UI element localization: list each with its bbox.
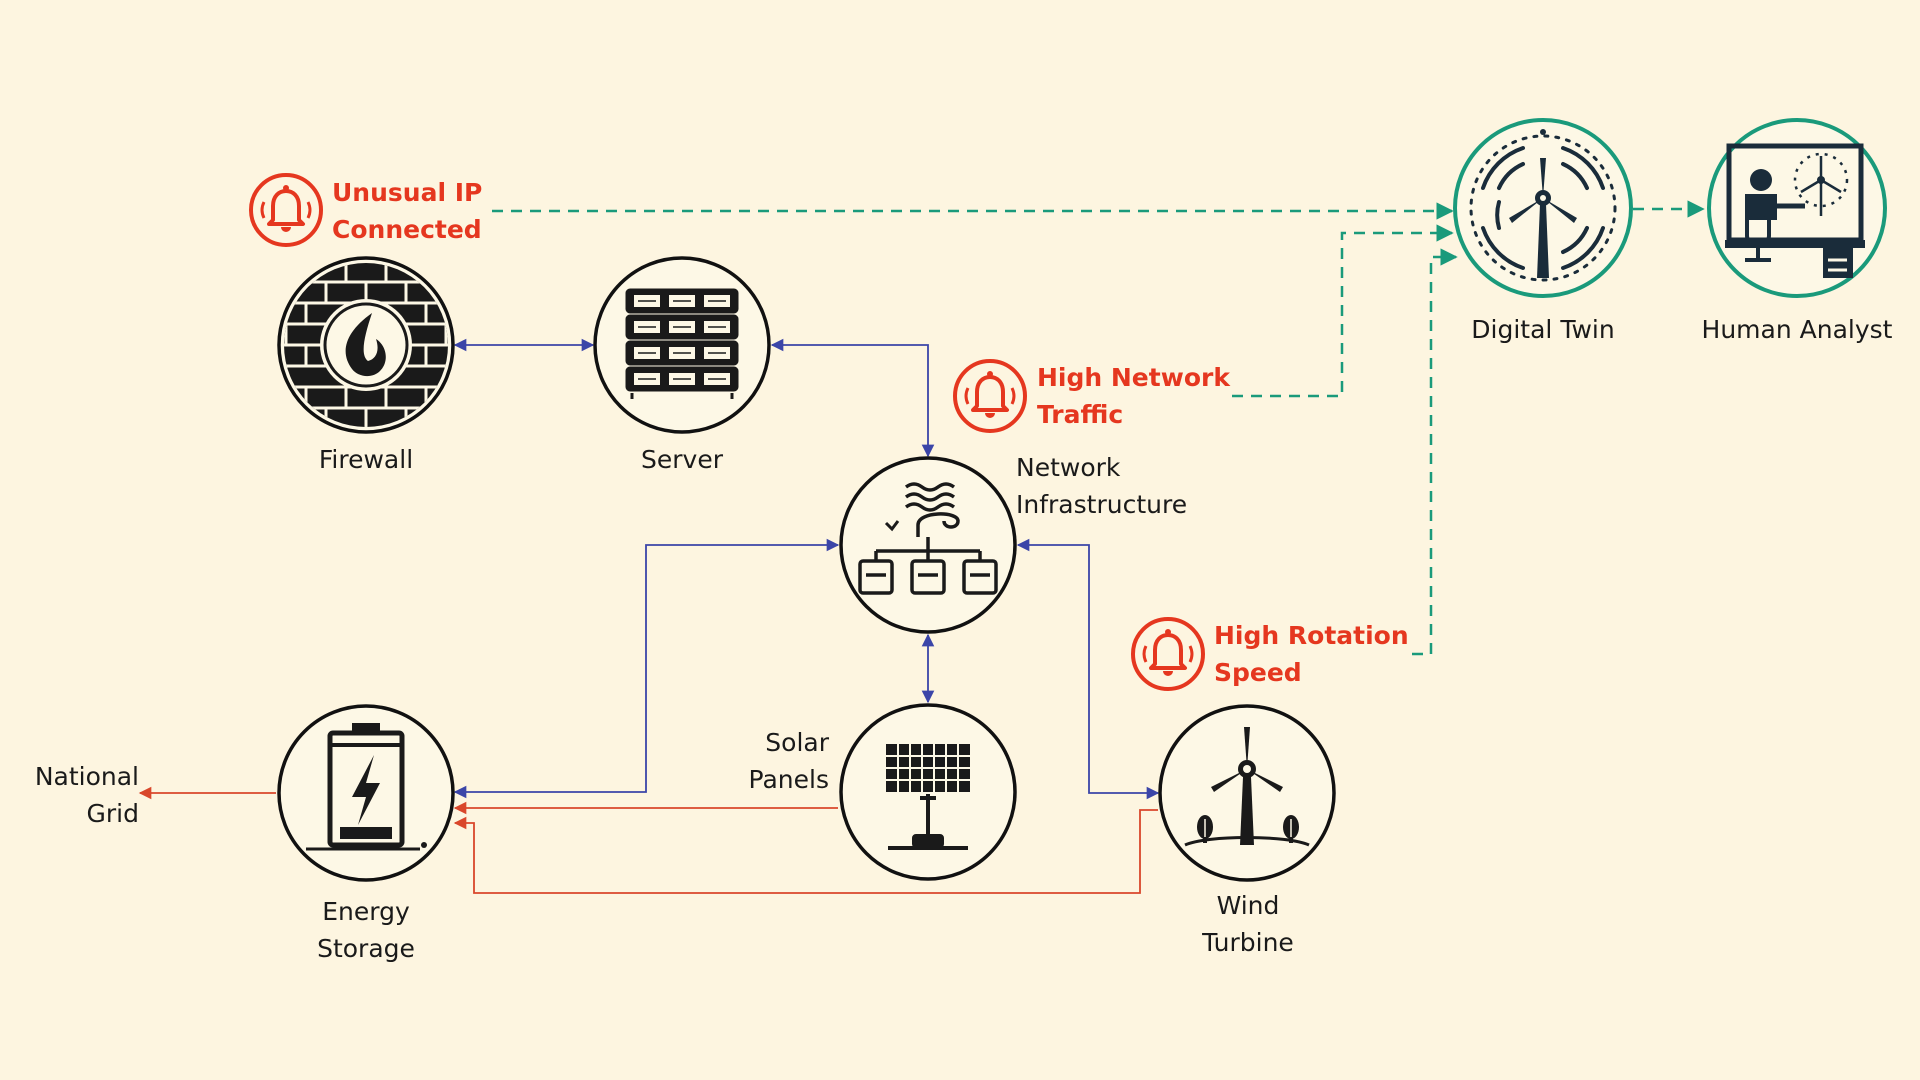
firewall-icon — [284, 263, 448, 427]
battery-icon — [306, 723, 427, 851]
network-infrastructure-node[interactable] — [839, 456, 1017, 634]
wind-label-line1: Wind — [1216, 891, 1280, 920]
server-label: Server — [641, 445, 723, 474]
link-network-wind — [1016, 538, 1160, 800]
server-node[interactable] — [593, 256, 771, 434]
grid-label-line1: National — [34, 762, 139, 791]
grid-label-line2: Grid — [86, 799, 139, 828]
human-analyst-node[interactable] — [1707, 118, 1887, 298]
network-hierarchy-icon — [858, 482, 998, 595]
alert-high-network-traffic: High Network Traffic — [1037, 359, 1230, 433]
energy-storage-node[interactable] — [277, 704, 455, 882]
alert-bell-icon — [249, 173, 323, 247]
alert-traffic-line1: High Network — [1037, 363, 1230, 392]
analyst-workstation-icon — [1725, 143, 1865, 278]
network-links — [453, 338, 1160, 800]
server-rack-icon — [625, 288, 739, 399]
firewall-node[interactable] — [276, 255, 456, 435]
firewall-label: Firewall — [318, 445, 414, 474]
alert-rotation-line1: High Rotation — [1214, 621, 1409, 650]
solar-panel-icon — [886, 744, 970, 850]
alert-rotation-line2: Speed — [1214, 658, 1302, 687]
alert-high-rotation-speed: High Rotation Speed — [1214, 617, 1409, 691]
human-analyst-label: Human Analyst — [1701, 315, 1893, 344]
network-infrastructure-label: Network Infrastructure — [1016, 449, 1187, 523]
flow-traffic-alert-twin — [1232, 224, 1454, 398]
alert-unusual-ip: Unusual IP Connected — [332, 174, 482, 248]
digital-twin-node[interactable] — [1453, 118, 1633, 298]
alert-ip-line1: Unusual IP — [332, 178, 483, 207]
solar-panels-node[interactable] — [839, 703, 1017, 881]
storage-label-line1: Energy — [322, 897, 410, 926]
alert-bell-icon — [953, 359, 1027, 433]
solar-panels-label: Solar Panels — [749, 724, 829, 798]
wind-turbine-node[interactable] — [1158, 704, 1336, 882]
energy-storage-label: Energy Storage — [317, 893, 415, 967]
network-label-line2: Infrastructure — [1016, 490, 1188, 519]
wind-turbine-icon — [1184, 727, 1310, 847]
digital-twin-label: Digital Twin — [1471, 315, 1615, 344]
wind-label-line2: Turbine — [1202, 928, 1294, 957]
alert-flows — [492, 200, 1705, 656]
alert-ip-line2: Connected — [332, 215, 482, 244]
flow-wind-storage — [453, 809, 1158, 894]
flow-rotation-alert-twin — [1412, 248, 1458, 656]
alert-bell-icon — [1131, 617, 1205, 691]
storage-label-line2: Storage — [317, 934, 415, 963]
network-label-line1: Network — [1016, 453, 1121, 482]
link-server-network — [770, 338, 935, 458]
alert-traffic-line2: Traffic — [1037, 400, 1124, 429]
solar-label-line2: Panels — [748, 765, 829, 794]
solar-label-line1: Solar — [765, 728, 829, 757]
power-flows — [138, 786, 1158, 894]
link-network-storage — [453, 538, 840, 799]
wind-turbine-label: Wind Turbine — [1202, 887, 1294, 961]
digital-twin-turbine-icon — [1469, 129, 1617, 282]
national-grid-label: National Grid — [35, 758, 139, 832]
